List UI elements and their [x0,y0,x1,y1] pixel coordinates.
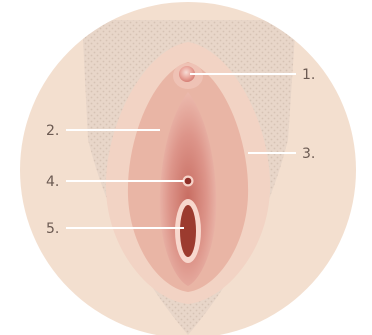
label-5: 5. [46,221,59,237]
label-3: 3. [302,146,315,162]
label-2: 2. [46,123,59,139]
label-4: 4. [46,174,59,190]
urethral-opening [185,178,192,185]
label-1: 1. [302,67,315,83]
vaginal-opening [180,205,196,257]
